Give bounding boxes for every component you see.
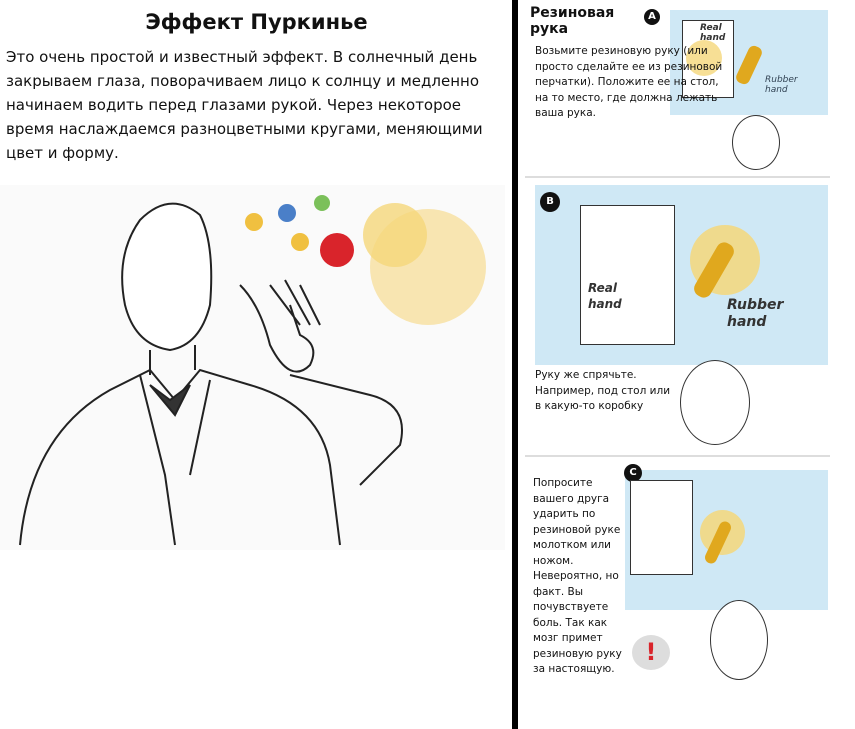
- sun-circle-small: [363, 203, 427, 267]
- real-hand-label: Real hand: [588, 281, 622, 311]
- rubber-hand-heading: Резиновая рука: [530, 5, 615, 37]
- yellow-circle-2: [245, 213, 263, 231]
- real-hand-glow: [686, 40, 722, 76]
- panel-a-text-content: Возьмите резиновую руку (или просто сдел…: [535, 45, 723, 119]
- column-divider: [512, 0, 518, 729]
- panel-a-text: Возьмите резиновую руку (или просто сдел…: [535, 44, 730, 122]
- man-drawing: [19, 202, 403, 546]
- rubber-hand-label: Rubber hand: [765, 75, 798, 95]
- panel-b-scene: [535, 185, 828, 365]
- panel-c-text: Попросите вашего друга ударить по резино…: [533, 477, 622, 675]
- purkinje-illustration: [0, 185, 505, 550]
- box: [630, 480, 693, 575]
- intro-text: Это очень простой и известный эффект. В …: [6, 48, 483, 162]
- blue-circle: [278, 204, 296, 222]
- badge-c: C: [624, 464, 642, 482]
- yellow-circle: [291, 233, 309, 251]
- alert-bubble: !: [632, 635, 670, 670]
- red-circle: [320, 233, 354, 267]
- head-brain: [680, 360, 750, 445]
- separator: [525, 455, 830, 457]
- panel-b-text: Руку же спрячьте. Например, под стол или…: [535, 369, 671, 412]
- real-hand-label: Real hand: [700, 23, 726, 43]
- rubber-hand-label: Rubber hand: [727, 297, 784, 330]
- badge-a: A: [644, 9, 660, 25]
- badge-b: B: [540, 192, 560, 212]
- head-brain: [710, 600, 768, 680]
- page-title: Эффект Пуркинье: [145, 10, 368, 34]
- green-circle: [314, 195, 330, 211]
- head-brain: [732, 115, 780, 170]
- separator: [525, 176, 830, 178]
- box: [580, 205, 675, 345]
